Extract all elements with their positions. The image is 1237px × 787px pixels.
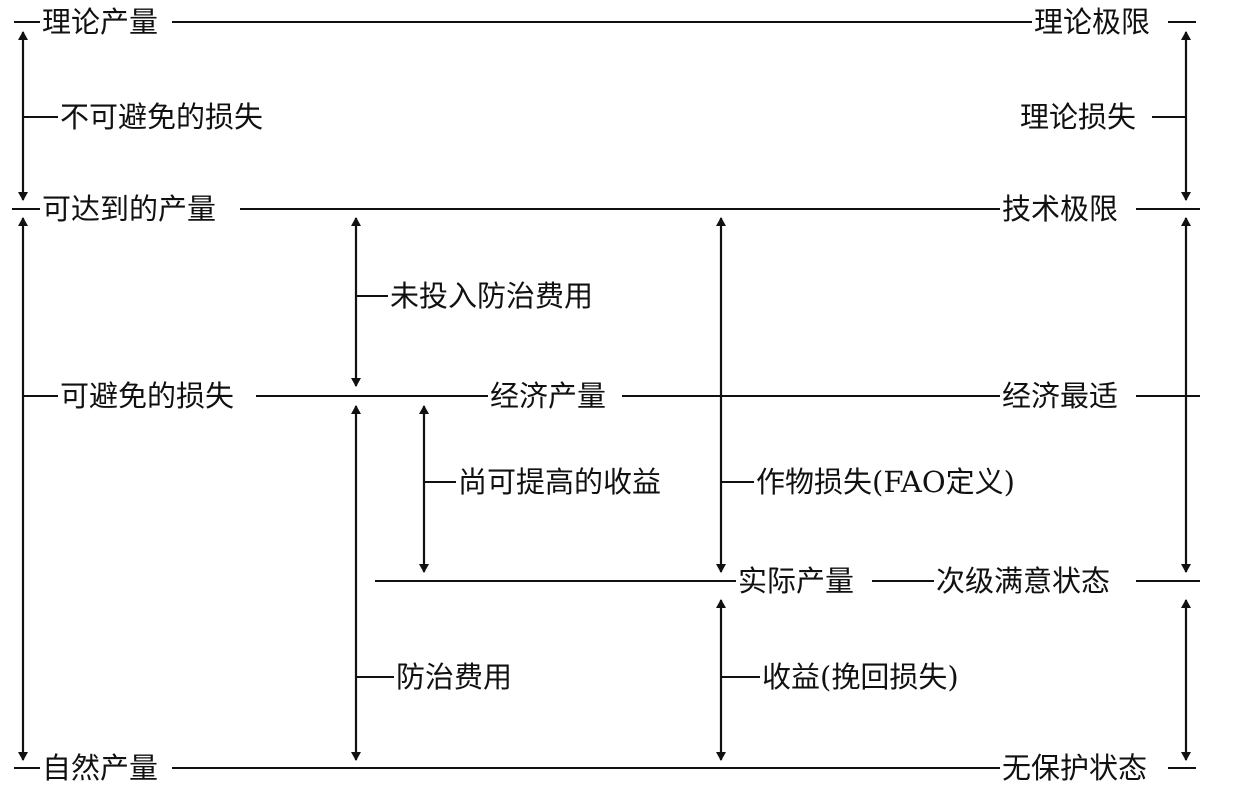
label-natural-yield: 自然产量 (42, 751, 158, 785)
label-attainable-yield: 可达到的产量 (42, 192, 216, 226)
label-benefit: 收益(挽回损失) (762, 660, 959, 694)
label-improvable-gain: 尚可提高的收益 (458, 465, 661, 499)
label-avoidable-loss: 可避免的损失 (60, 379, 234, 413)
label-unavoidable-loss: 不可避免的损失 (60, 100, 263, 134)
level-theoretical: 理论产量 理论极限 (14, 5, 1196, 39)
label-theoretical-limit: 理论极限 (1034, 5, 1150, 39)
label-economic-yield: 经济产量 (490, 379, 606, 413)
label-theoretical-loss: 理论损失 (1020, 100, 1136, 134)
label-control-cost: 防治费用 (396, 660, 512, 694)
label-sub-satisfactory: 次级满意状态 (936, 564, 1110, 598)
level-economic: 可避免的损失 经济产量 经济最适 (23, 379, 1200, 413)
level-natural: 自然产量 无保护状态 (14, 751, 1196, 785)
level-actual: 实际产量 次级满意状态 (375, 564, 1200, 598)
level-attainable: 可达到的产量 技术极限 (12, 192, 1200, 226)
label-actual-yield: 实际产量 (738, 564, 854, 598)
label-unprotected: 无保护状态 (1002, 751, 1147, 785)
label-technical-limit: 技术极限 (1002, 192, 1118, 226)
label-economic-optimum: 经济最适 (1002, 379, 1118, 413)
label-theoretical-yield: 理论产量 (42, 5, 158, 39)
label-uninvested-control-cost: 未投入防治费用 (390, 279, 593, 313)
label-crop-loss-fao: 作物损失(FAO定义) (756, 465, 1015, 499)
